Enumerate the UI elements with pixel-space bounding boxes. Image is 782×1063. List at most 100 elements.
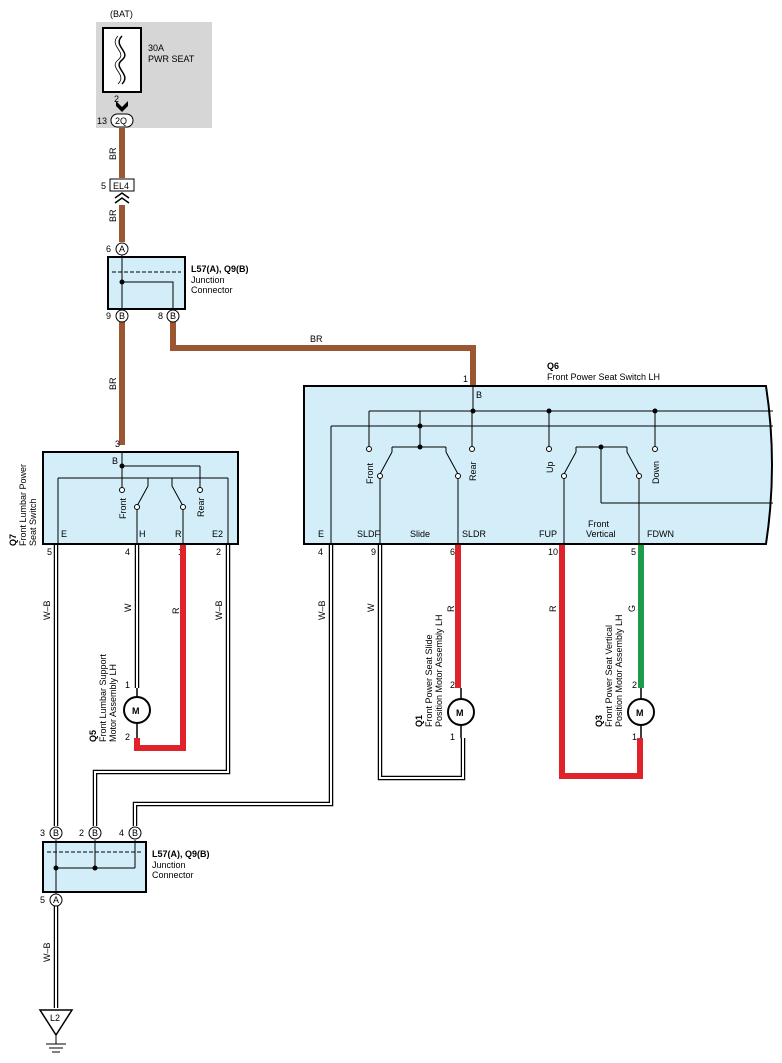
q1-pin1: 1: [450, 732, 455, 742]
q6-pin5: 5: [631, 547, 636, 557]
q3-name1: Front Power Seat Vertical: [604, 625, 614, 727]
q7-name2: Seat Switch: [28, 498, 38, 546]
q6-id: Q6: [547, 361, 559, 371]
q6-name: Front Power Seat Switch LH: [547, 372, 660, 382]
q1-id: Q1: [414, 715, 424, 727]
q6-sw-down: Down: [651, 461, 661, 484]
q6-pin9: 9: [371, 547, 376, 557]
w-label-q5: W: [123, 603, 133, 612]
jc-bot-term-2: [88, 826, 102, 840]
jc-bot-term-a-label: A: [53, 895, 59, 905]
q1-pin2: 2: [450, 680, 455, 690]
q6-sw-rear: Rear: [468, 461, 478, 481]
q6-circuit: [330, 386, 773, 544]
q3-pin2: 2: [632, 680, 637, 690]
conn-2q-label: 2Q: [115, 116, 127, 126]
jc-top-term-b1-label: B: [119, 311, 125, 321]
q7-pin3: 3: [115, 439, 120, 449]
jc-top-sub2: Connector: [191, 285, 233, 295]
q5-pin2: 2: [125, 732, 130, 742]
q6-pin1: 1: [463, 374, 468, 384]
br-label-2: BR: [108, 209, 118, 222]
el4-pin: 5: [101, 181, 106, 191]
q6-term-e: E: [318, 529, 324, 539]
wb-label-ground: W–B: [42, 942, 52, 962]
q5-motor-m: M: [132, 706, 140, 716]
q6-pin6: 6: [450, 547, 455, 557]
wb-label-q6-e: W–B: [317, 600, 327, 620]
wb-label-q7-e2: W–B: [214, 600, 224, 620]
q7-term-r: R: [175, 529, 182, 539]
jc-bot-term-a: [49, 893, 63, 907]
fuse-rating: 30A: [148, 43, 164, 53]
jc-top-term-b1: [115, 309, 129, 323]
q7-circuit: [57, 452, 229, 544]
q7-pin2: 2: [216, 547, 221, 557]
jc-bot-term-3: [49, 826, 63, 840]
q6-pin4: 4: [318, 547, 323, 557]
jc-top-title: L57(A), Q9(B): [191, 264, 249, 274]
r-label-q3: R: [548, 605, 558, 612]
jc-bot-pin3: 3: [40, 828, 45, 838]
q7-id: Q7: [8, 534, 18, 546]
motor-wires: [134, 545, 644, 779]
jc-bot-term-4: [128, 826, 142, 840]
q6-term-slide: Slide: [410, 529, 430, 539]
fuse-arrow: [116, 101, 128, 112]
q1-name2: Position Motor Assembly LH: [434, 614, 444, 727]
conn-2q: [110, 113, 134, 128]
jc-top-sub1: Junction: [191, 275, 225, 285]
conn-2q-pin: 13: [97, 116, 107, 126]
q6-sw-front: Front: [365, 462, 375, 484]
q6-term-vertical: Vertical: [586, 529, 616, 539]
q7-sw-rear: Rear: [196, 497, 206, 517]
q7-term-e: E: [61, 529, 67, 539]
wb-label-q7-e: W–B: [42, 600, 52, 620]
jc-top-term-b2-label: B: [170, 311, 176, 321]
q6-pin10: 10: [548, 547, 558, 557]
q3-id: Q3: [594, 715, 604, 727]
jc-top-pin-a: 6: [106, 244, 111, 254]
fuse-element: [118, 35, 126, 85]
ground-l2: [38, 1009, 74, 1037]
q3-pin1: 1: [632, 732, 637, 742]
jc-bot-sub1: Junction: [152, 860, 186, 870]
jc-top-pin-b2: 8: [158, 311, 163, 321]
jc-bot-sub2: Connector: [152, 870, 194, 880]
q6-term-front: Front: [588, 519, 610, 529]
wb-wires-inner: [55, 545, 464, 1008]
r-label-q5: R: [171, 607, 181, 614]
q7-term-h: H: [139, 529, 146, 539]
jc-top-term-b2: [166, 309, 180, 323]
q7-b: B: [112, 456, 118, 466]
q7-pin5: 5: [47, 547, 52, 557]
g-label-q3: G: [627, 605, 637, 612]
q5-pin1: 1: [125, 680, 130, 690]
br-label-4: BR: [310, 334, 323, 344]
w-label-q1: W: [366, 603, 376, 612]
jc-bot-title: L57(A), Q9(B): [152, 849, 210, 859]
br-label-3: BR: [108, 377, 118, 390]
el4-connector: [109, 178, 135, 192]
jc-bot-pin4: 4: [119, 828, 124, 838]
el4-chevron: [114, 192, 130, 204]
wb-wires-outer: [53, 545, 466, 1008]
q5-name2: Motor Assembly LH: [108, 664, 118, 742]
jc-bot-term-3-label: B: [53, 828, 59, 838]
q7-term-e2: E2: [212, 529, 223, 539]
q1-motor-m: M: [456, 708, 464, 718]
jc-bot-pin5: 5: [40, 895, 45, 905]
q3-motor-m: M: [636, 708, 644, 718]
q5-id: Q5: [88, 730, 98, 742]
q7-box: [42, 451, 239, 545]
q6-b: B: [476, 390, 482, 400]
q7-pin4: 4: [125, 547, 130, 557]
fuse-name: PWR SEAT: [148, 54, 195, 64]
q5-name1: Front Lumbar Support: [98, 653, 108, 742]
r-label-q1: R: [446, 605, 456, 612]
jc-top-pin-b1: 9: [106, 311, 111, 321]
ground-label: L2: [50, 1013, 60, 1023]
br-label-1: BR: [108, 147, 118, 160]
el4-label: EL4: [113, 181, 129, 191]
